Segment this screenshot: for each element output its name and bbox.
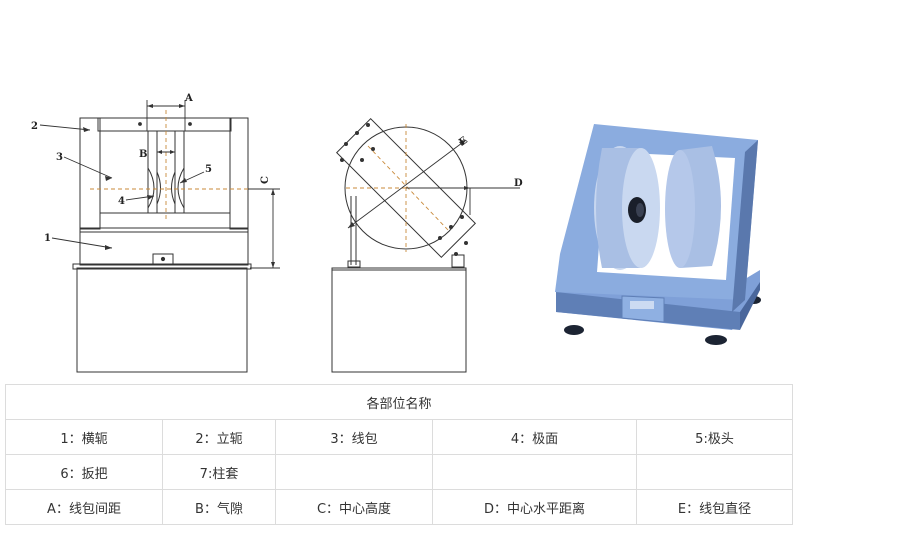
- label-d: D: [514, 178, 523, 189]
- table-cell: [432, 454, 637, 490]
- table-cell: 7:柱套: [162, 454, 276, 490]
- table-cell: 1：横轭: [5, 419, 163, 455]
- label-3: 3: [56, 152, 63, 163]
- table-cell: 4：极面: [432, 419, 637, 455]
- table-row: 1：横轭 2：立轭 3：线包 4：极面 5:极头: [5, 419, 793, 455]
- front-pole-face-left: [147, 167, 155, 209]
- label-b: B: [139, 149, 147, 160]
- label-a: A: [184, 93, 193, 104]
- front-view-drawing: [72, 117, 252, 373]
- side-dimensions: [347, 139, 520, 229]
- label-4: 4: [118, 196, 125, 207]
- table-cell: 6：扳把: [5, 454, 163, 490]
- front-top-yoke: [97, 117, 232, 132]
- diagram-figure: 2 3 1 4 5 A B C: [31, 93, 761, 373]
- label-5: 5: [205, 164, 212, 175]
- table-title: 各部位名称: [5, 384, 793, 420]
- table-row: A：线包间距 B：气隙 C：中心高度 D：中心水平距离 E：线包直径: [5, 489, 793, 525]
- front-base-top: [72, 263, 252, 270]
- table-cell: 5:极头: [636, 419, 793, 455]
- front-right-upright: [229, 117, 249, 230]
- label-e: E: [457, 135, 470, 149]
- front-coil-band: [99, 212, 231, 229]
- side-tilted-yoke: [335, 117, 477, 259]
- table-cell: [636, 454, 793, 490]
- front-pole-column: [147, 130, 185, 214]
- table-cell: B：气隙: [162, 489, 276, 525]
- front-arrowheads: [83, 104, 275, 268]
- front-left-upright: [79, 117, 101, 230]
- front-pole-face-right: [177, 167, 185, 209]
- table-cell: 2：立轭: [162, 419, 276, 455]
- table-cell: A：线包间距: [5, 489, 163, 525]
- label-1: 1: [44, 233, 51, 244]
- table-cell: D：中心水平距离: [432, 489, 637, 525]
- front-base: [76, 267, 248, 373]
- table-cell: E：线包直径: [636, 489, 793, 525]
- side-base: [331, 267, 467, 373]
- table-row: 6：扳把 7:柱套: [5, 454, 793, 490]
- side-bolts: [340, 123, 468, 256]
- front-centerlines: [90, 110, 266, 222]
- table-cell: 3：线包: [275, 419, 433, 455]
- parts-name-table: 各部位名称 1：横轭 2：立轭 3：线包 4：极面 5:极头 6：扳把 7:柱套…: [5, 384, 793, 525]
- front-handle-block: [152, 253, 174, 266]
- device-3d-render: [555, 124, 761, 345]
- side-view-drawing: [331, 117, 477, 373]
- table-title-row: 各部位名称: [5, 384, 793, 420]
- table-cell: [275, 454, 433, 490]
- side-arrowheads: [348, 140, 470, 228]
- label-c: C: [260, 176, 271, 184]
- table-cell: C：中心高度: [275, 489, 433, 525]
- label-2: 2: [31, 121, 38, 132]
